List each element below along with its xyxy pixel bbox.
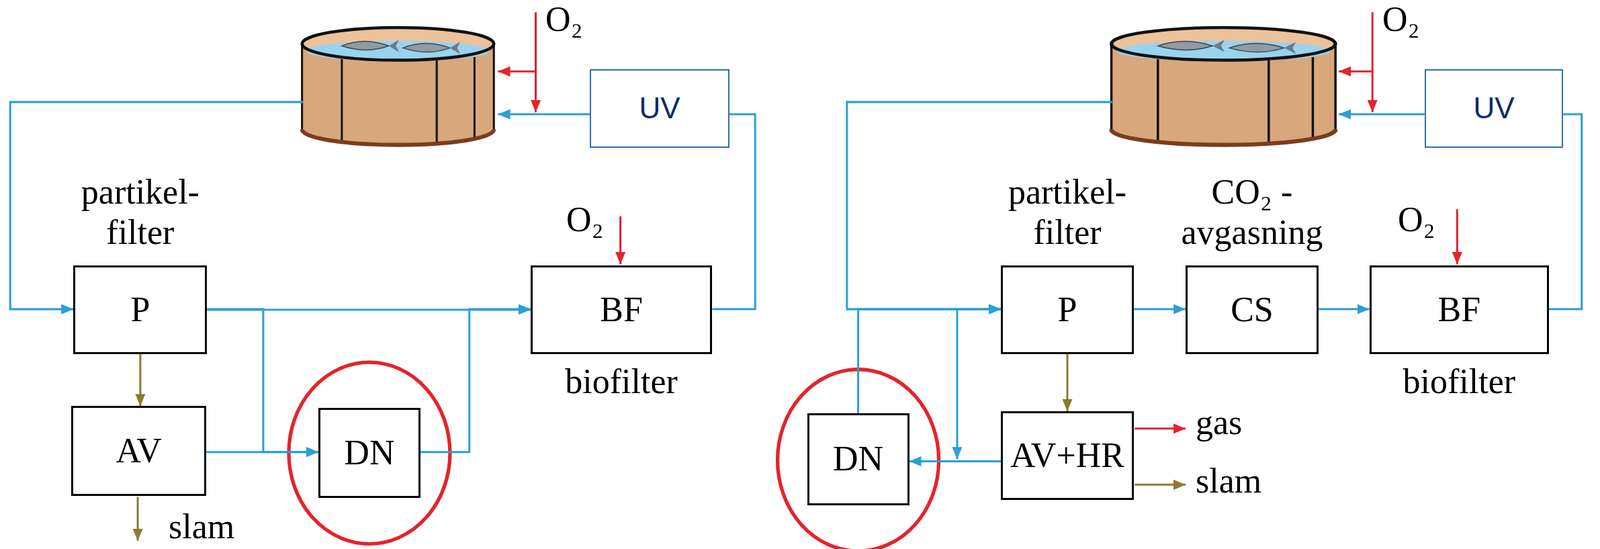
sludge-arrow — [1134, 483, 1186, 486]
box-text: BF — [599, 289, 643, 330]
flow-line — [1338, 113, 1425, 116]
process-box: AV — [71, 405, 207, 496]
uv-box: UV — [589, 69, 730, 148]
process-box: BFbiofilter — [530, 265, 713, 354]
oxygen-arrow — [1456, 208, 1459, 264]
oxygen-arrow — [1371, 12, 1374, 113]
flow-connector — [1318, 308, 1370, 311]
flow-connector — [206, 308, 319, 453]
box-text: CS — [1230, 289, 1274, 330]
flow-connector — [1066, 353, 1069, 412]
flow-connector — [139, 353, 142, 407]
uv-box: UV — [1424, 69, 1564, 148]
process-box: DN — [318, 407, 421, 498]
box-text: P — [1057, 289, 1078, 330]
gas-arrow — [1134, 427, 1186, 430]
flow-connector — [206, 450, 319, 453]
sludge-arrow — [137, 497, 140, 541]
flow-line — [497, 113, 590, 116]
box-text: UV — [1473, 91, 1515, 126]
box-text: DN — [343, 432, 395, 473]
flow-connector — [909, 460, 1002, 463]
oxygen-arrow — [619, 216, 622, 264]
box-text: AV+HR — [1010, 435, 1125, 476]
process-box: BFbiofilter — [1369, 265, 1549, 354]
flow-connector — [858, 308, 1002, 414]
box-text: BF — [1438, 289, 1482, 330]
flow-connector — [1133, 308, 1186, 311]
annotation-label: slam — [168, 509, 235, 545]
process-box: partikel- filterP — [1000, 265, 1134, 354]
process-box: partikel- filterP — [73, 265, 207, 354]
box-text: AV — [115, 430, 162, 471]
process-box: DN — [807, 413, 910, 506]
process-box: CO₂ - avgasningCS — [1185, 265, 1318, 354]
oxygen-arrow — [497, 70, 536, 73]
heading-text: partikel- filter — [986, 171, 1148, 253]
box-text: DN — [832, 438, 884, 479]
annotation-label: gas — [1195, 405, 1242, 440]
heading-text: CO₂ - avgasning — [1171, 171, 1333, 253]
fish-tank — [1111, 27, 1337, 146]
heading-text: partikel- filter — [59, 171, 221, 253]
oxygen-arrow — [534, 12, 537, 113]
annotation-label: O₂ — [1397, 202, 1436, 238]
annotation-label: O₂ — [545, 2, 584, 37]
flow-connector — [420, 308, 531, 453]
annotation-label: O₂ — [566, 202, 604, 238]
annotation-label: slam — [1195, 463, 1262, 499]
fish-tank — [302, 27, 495, 146]
box-text: UV — [639, 91, 681, 126]
annotation-label: O₂ — [1382, 2, 1420, 37]
box-text: P — [130, 289, 150, 330]
heading-text: biofilter — [1378, 361, 1540, 402]
oxygen-arrow — [1338, 70, 1373, 73]
highlight-circle — [288, 362, 451, 544]
process-box: AV+HR — [1000, 411, 1134, 500]
flow-line — [955, 308, 958, 459]
heading-text: biofilter — [540, 361, 702, 402]
